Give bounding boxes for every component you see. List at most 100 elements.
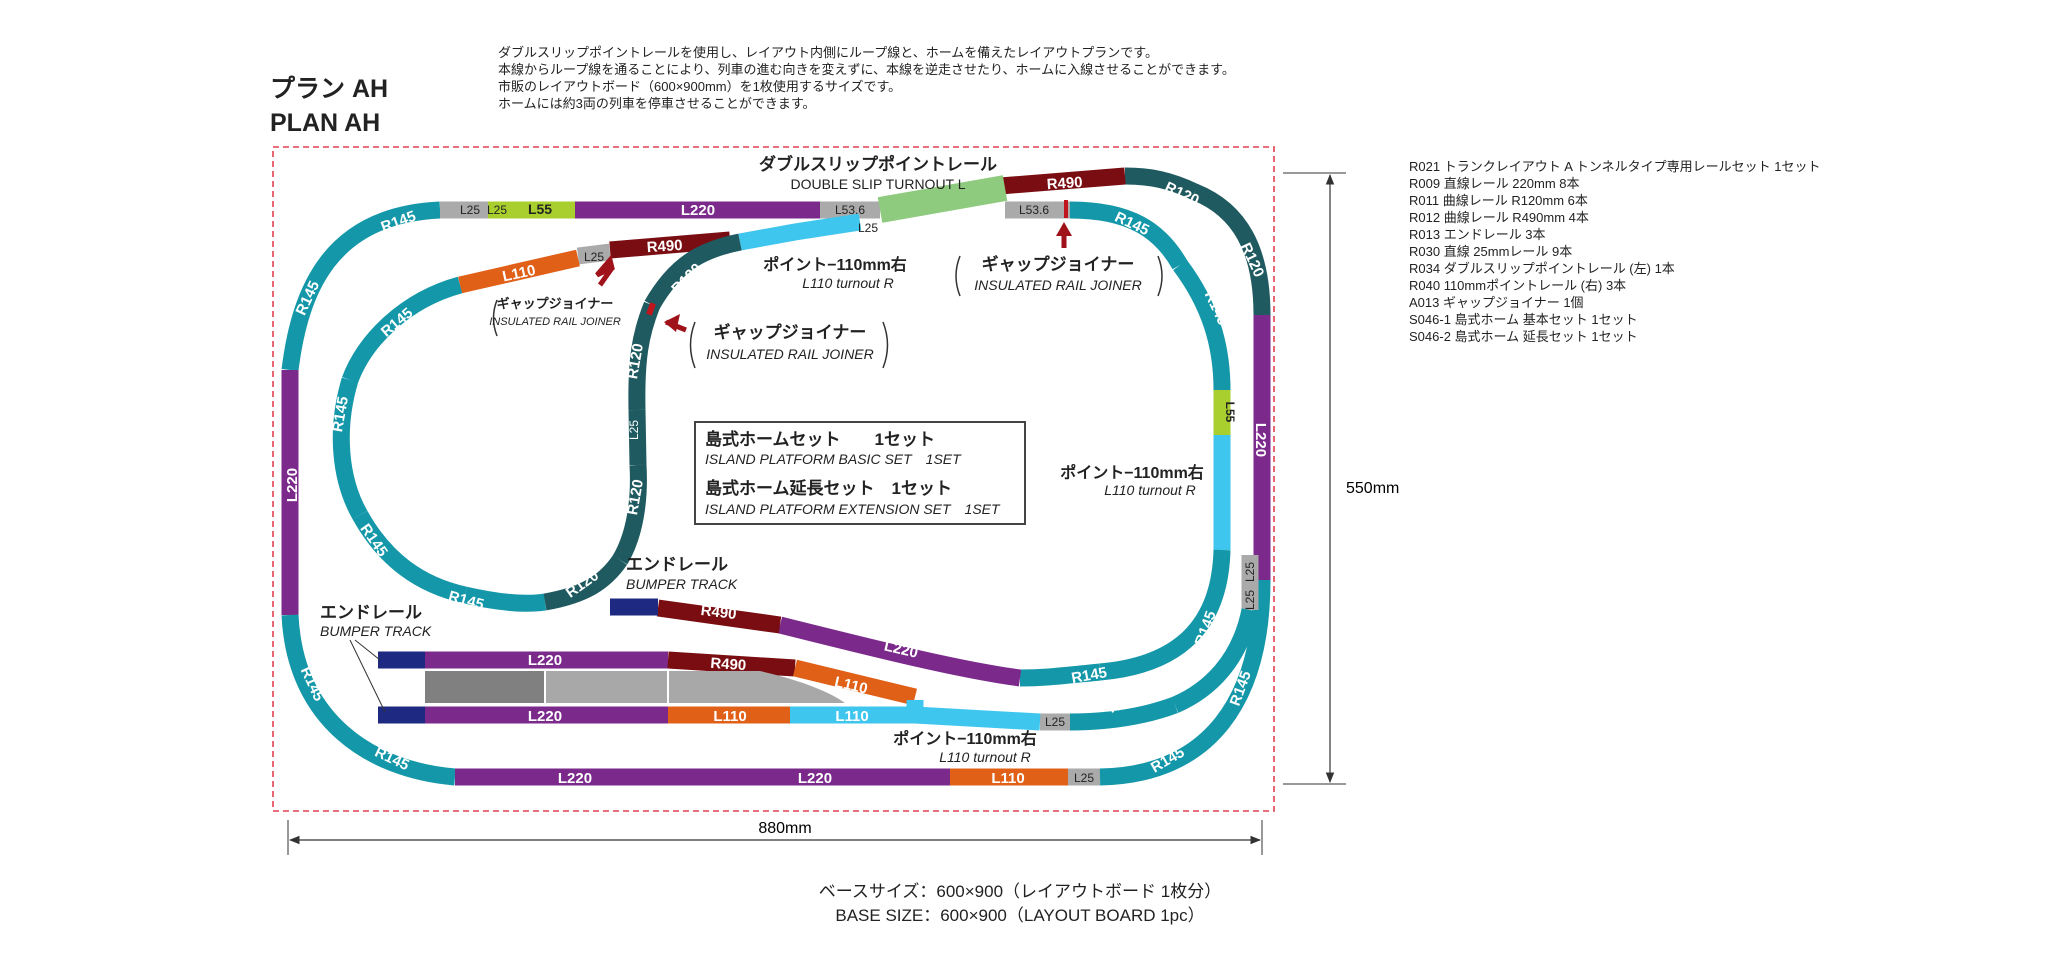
gap-right-label-jp: ギャップジョイナー <box>982 254 1135 274</box>
plan-description: ダブルスリップポイントレールを使用し、レイアウト内側にループ線と、ホームを備えた… <box>498 44 1348 112</box>
width-dimension: 880mm <box>287 820 1263 855</box>
double-slip-label-jp: ダブルスリップポイントレール <box>759 154 997 174</box>
bumper-center-label-jp: エンドレール <box>626 555 728 574</box>
parts-item: S046-1 島式ホーム 基本セット 1セット <box>1409 312 1638 327</box>
track-r120 <box>644 233 742 310</box>
track-label: L25 <box>487 203 507 217</box>
parts-item: S046-2 島式ホーム 延長セット 1セット <box>1409 329 1638 344</box>
base-size-en: BASE SIZE：600×900（LAYOUT BOARD 1pc） <box>835 906 1205 925</box>
track-l110 <box>793 659 917 706</box>
track-r490 <box>667 651 796 677</box>
layout-board-border <box>272 146 1275 812</box>
track-turnout <box>738 213 862 251</box>
track-label: L25 <box>858 221 878 235</box>
point-top-label-jp: ポイント−110mm右 <box>763 255 907 274</box>
track-r145 <box>1069 697 1178 731</box>
track-r145 <box>281 614 456 786</box>
track-label: L25 <box>460 203 480 217</box>
track-r145 <box>1019 663 1101 687</box>
parts-item: R009 直線レール 220mm 8本 <box>1409 176 1580 191</box>
track-label: L220 <box>284 468 301 502</box>
track-label: L220 <box>798 770 832 787</box>
track-label: L55 <box>1223 402 1237 423</box>
track-label: R120 <box>624 478 647 516</box>
bumper-left-label-jp: エンドレール <box>320 603 422 622</box>
gap-joiner-markers <box>595 200 1072 333</box>
parts-item: R012 曲線レール R490mm 4本 <box>1409 210 1589 225</box>
track-label: L220 <box>528 708 562 725</box>
track-turnout <box>914 706 1041 731</box>
track-r145 <box>281 201 441 372</box>
track-label: L110 <box>501 262 537 286</box>
platform-ext-jp: 島式ホーム延長セット 1セット <box>705 478 952 498</box>
track-r145 <box>1171 608 1259 713</box>
gap-left-label-jp: ギャップジョイナー <box>497 296 614 311</box>
parts-item: R013 エンドレール 3本 <box>1409 227 1546 242</box>
parts-item: R021 トランクレイアウト A トンネルタイプ専用レールセット 1セット <box>1409 159 1821 174</box>
track-label: R145 <box>1192 609 1220 649</box>
width-label: 880mm <box>758 820 811 837</box>
short-track-labels: L55 L25 L25 L53.6 L53.6 L25 L25 L25 L55 … <box>460 201 1257 785</box>
base-size: ベースサイズ：600×900（レイアウトボード 1枚分） BASE SIZE：6… <box>760 880 1280 928</box>
gap-center-label-jp: ギャップジョイナー <box>714 322 867 342</box>
track-label: R490 <box>1046 174 1083 193</box>
track-label: R490 <box>646 237 683 256</box>
track-label: L220 <box>528 652 562 669</box>
track-label: L110 <box>991 770 1024 787</box>
parts-list: R021 トランクレイアウト A トンネルタイプ専用レールセット 1セット R0… <box>1409 158 1820 345</box>
description-line: ダブルスリップポイントレールを使用し、レイアウト内側にループ線と、ホームを備えた… <box>498 45 1159 60</box>
track-double-slip <box>877 175 1008 223</box>
track-l110 <box>458 249 580 294</box>
callouts: ダブルスリップポイントレール DOUBLE SLIP TURNOUT L ポイン… <box>320 154 1204 765</box>
track-r120 <box>543 555 628 611</box>
point-right-label-en: L110 turnout R <box>1104 482 1196 498</box>
track-label: L53.6 <box>1019 203 1049 217</box>
parts-item: R040 110mmポイントレール (右) 3本 <box>1409 278 1627 293</box>
track-l25 <box>628 409 647 466</box>
gap-center-label-en: INSULATED RAIL JOINER <box>706 346 874 362</box>
track-r145 <box>1069 201 1188 270</box>
parts-item: R030 直線 25mmレール 9本 <box>1409 244 1573 259</box>
platform-ext-en: ISLAND PLATFORM EXTENSION SET 1SET <box>705 501 1001 517</box>
track-l220 <box>777 616 1022 687</box>
point-bottom-label-jp: ポイント−110mm右 <box>893 729 1037 748</box>
track-r145 <box>332 377 368 520</box>
height-dimension: 550mm <box>1283 172 1399 785</box>
track-label: L25 <box>1243 590 1257 610</box>
track-label: R145 <box>293 278 324 318</box>
gap-left-label-en: INSULATED RAIL JOINER <box>489 316 621 328</box>
track-label: L220 <box>558 770 592 787</box>
track-r145 <box>1099 549 1231 681</box>
bumper-left-label-en: BUMPER TRACK <box>320 623 432 639</box>
description-line: 市販のレイアウトボード（600×900mm）を1枚使用するサイズです。 <box>498 79 902 94</box>
track-label: L25 <box>584 250 604 264</box>
track-l25 <box>576 243 612 265</box>
track-label: L220 <box>681 202 715 219</box>
point-right-label-jp: ポイント−110mm右 <box>1060 463 1204 482</box>
bumper-pointers <box>349 639 386 713</box>
bumper-center-label-en: BUMPER TRACK <box>626 576 738 592</box>
track-r145 <box>352 510 467 604</box>
platform-basic-en: ISLAND PLATFORM BASIC SET 1SET <box>705 451 962 467</box>
gap-right-label-en: INSULATED RAIL JOINER <box>974 277 1142 293</box>
track-label: L110 <box>835 708 868 725</box>
track-r490 <box>656 599 782 634</box>
plan-title: プラン AH PLAN AH <box>270 72 388 140</box>
track-r145 <box>1173 259 1231 391</box>
track-label: L25 <box>1074 771 1094 785</box>
track-label: R490 <box>700 602 738 623</box>
track-label: R145 <box>1070 664 1108 687</box>
track-label: L25 <box>627 420 641 440</box>
platform-info-box: 島式ホームセット 1セット ISLAND PLATFORM BASIC SET … <box>694 421 1026 525</box>
gap-arrow-icon <box>595 254 615 287</box>
point-top-label-en: L110 turnout R <box>802 275 894 291</box>
track-label: L25 <box>1243 562 1257 582</box>
description-line: 本線からループ線を通ることにより、列車の進む向きを変えずに、本線を逆走させたり、… <box>498 62 1235 77</box>
base-size-jp: ベースサイズ：600×900（レイアウトボード 1枚分） <box>818 882 1222 901</box>
track-r120 <box>1191 184 1271 316</box>
track-label: R490 <box>710 655 747 674</box>
gap-brackets <box>492 255 1163 369</box>
track-label: L25 <box>1045 715 1065 729</box>
gap-arrow-icon <box>664 314 680 332</box>
